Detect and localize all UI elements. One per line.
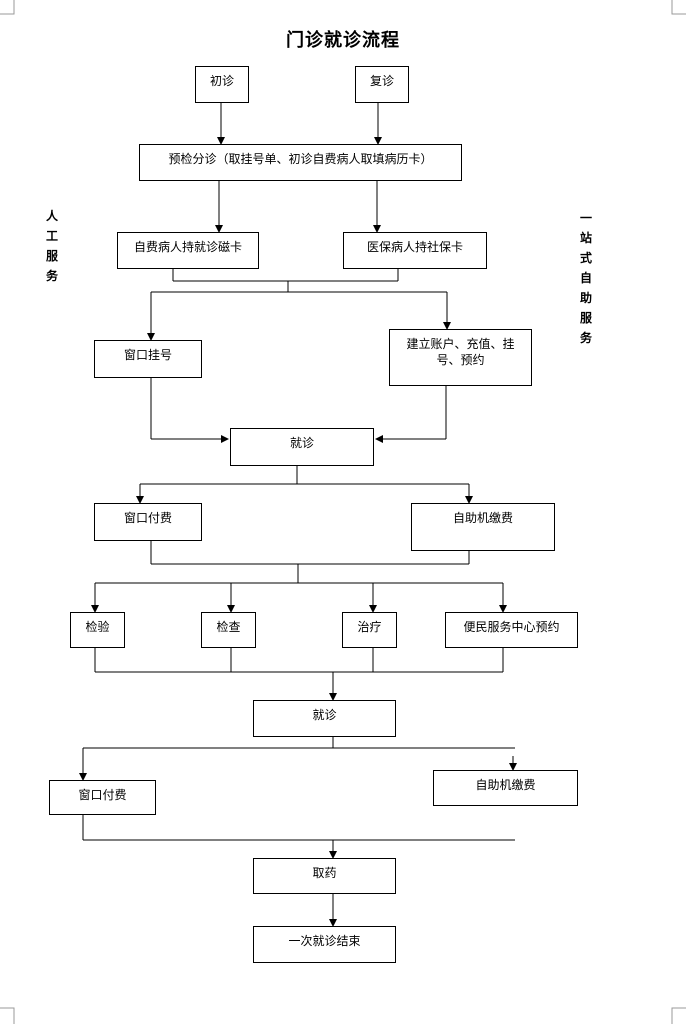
window-payment-box-1: 窗口付费	[94, 503, 202, 541]
examination-box: 检查	[201, 612, 256, 648]
window-payment-box-2: 窗口付费	[49, 780, 156, 815]
page-title: 门诊就诊流程	[286, 30, 400, 51]
insurance-card-box: 医保病人持社保卡	[343, 232, 487, 269]
first-visit-box: 初诊	[195, 66, 249, 103]
window-register-box: 窗口挂号	[94, 340, 202, 378]
lab-test-box: 检验	[70, 612, 125, 648]
self-pay-machine-box-1: 自助机缴费	[411, 503, 555, 551]
self-service-account-box: 建立账户、充值、挂号、预约	[389, 329, 532, 386]
service-center-box: 便民服务中心预约	[445, 612, 578, 648]
self-pay-machine-box-2: 自助机缴费	[433, 770, 578, 806]
visit-end-box: 一次就诊结束	[253, 926, 396, 963]
side-label-manual-service: 人工服务	[45, 209, 58, 283]
self-pay-card-box: 自费病人持就诊磁卡	[117, 232, 259, 269]
consultation-box-2: 就诊	[253, 700, 396, 737]
pre-triage-box: 预检分诊（取挂号单、初诊自费病人取填病历卡）	[139, 144, 462, 181]
get-medicine-box: 取药	[253, 858, 396, 894]
side-label-self-service: 一站式自助服务	[579, 211, 592, 345]
consultation-box-1: 就诊	[230, 428, 374, 466]
return-visit-box: 复诊	[355, 66, 409, 103]
treatment-box: 治疗	[342, 612, 397, 648]
